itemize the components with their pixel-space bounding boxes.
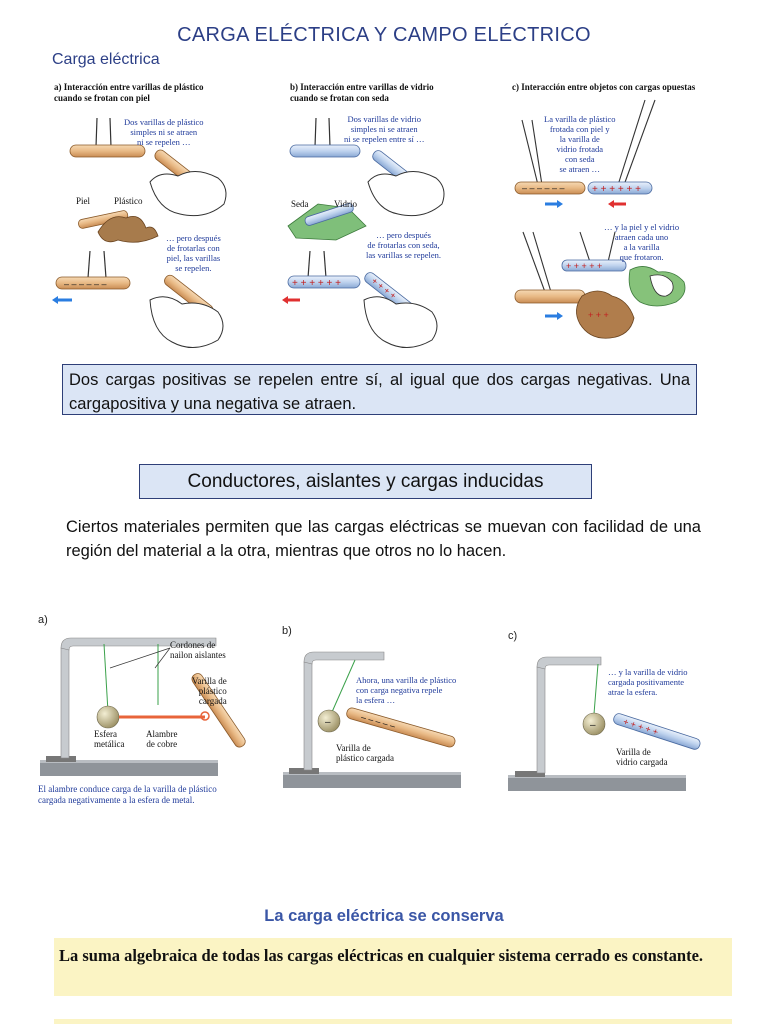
conservation-box: La suma algebraica de todas las cargas e… [54,938,732,996]
svg-text:–: – [590,720,596,731]
fig1c-caption: c) Interacción entre objetos con cargas … [512,82,696,92]
fig2-panel-b-drawing: – – – – – – [283,651,461,788]
svg-text:+ + + + +: + + + + + [622,716,660,737]
page-title: CARGA ELÉCTRICA Y CAMPO ELÉCTRICO [177,24,591,46]
svg-text:+ + + + + +: + + + + + + [292,278,341,289]
fig1a-label-piel: Piel [76,196,91,206]
section-conductores-paragraph: Ciertos materiales permiten que las carg… [66,518,701,560]
svg-text:– – – – – –: – – – – – – [64,279,107,289]
panel-a-drawing: – – – – – – [52,117,227,348]
svg-text:+ + +: + + + [588,310,609,320]
fig1b-label-seda: Seda [291,199,309,209]
svg-text:+ + + + + +: + + + + + + [592,184,641,195]
section-subtitle: Carga eléctrica [52,51,160,68]
fig2c-tag: c) [508,630,518,642]
svg-text:– – – – –: – – – – – [360,712,396,731]
panel-c-drawing: – – – – – – + + + + + + + + + + + + + + [514,99,686,339]
svg-text:–: – [325,717,331,728]
fig2a-caption: El alambre conduce carga de la varilla d… [38,784,217,805]
fig1b-label-vidrio: Vidrio [334,199,357,209]
panel-b-drawing: + + + + + + + + + + [282,117,445,348]
fig2a-tag: a) [38,614,48,626]
next-highlight-box [54,1019,732,1024]
fig2b-tag: b) [282,625,292,637]
section-conservation-title: La carga eléctrica se conserva [264,907,504,925]
svg-text:+ + + + +: + + + + + [566,261,602,271]
fig1a-caption: a) Interacción entre varillas de plástic… [54,82,204,103]
section-conductores-title: Conductores, aislantes y cargas inducida… [139,464,592,499]
charge-rule-box: Dos cargas positivas se repelen entre sí… [62,364,697,415]
fig2-panel-c-drawing: – + + + + + [508,656,701,791]
fig1a-label-plastico: Plástico [114,196,143,206]
svg-text:– – – – – –: – – – – – – [522,183,565,193]
fig2-panel-a-drawing [40,637,246,776]
